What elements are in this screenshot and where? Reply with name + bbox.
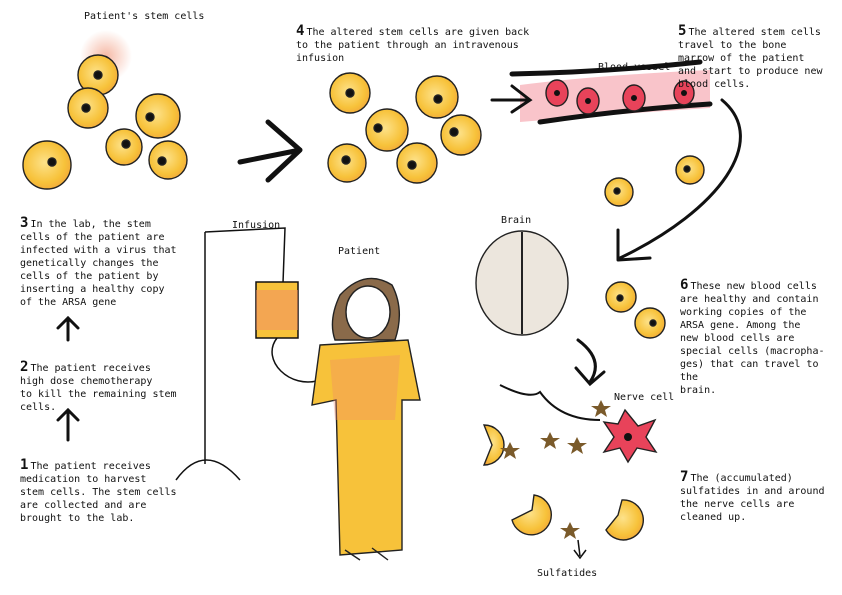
step-2-number: 2 bbox=[20, 359, 29, 375]
arrow-step2-to-3 bbox=[56, 315, 80, 342]
step-4-number: 4 bbox=[296, 23, 305, 39]
blood-vessel bbox=[490, 59, 713, 125]
brain-label: Brain bbox=[501, 215, 532, 226]
step-7-number: 7 bbox=[680, 469, 689, 485]
arrow-step1-to-2 bbox=[56, 407, 80, 442]
infusion-stand bbox=[175, 227, 321, 481]
macrophages bbox=[482, 424, 644, 541]
stem-cells-cluster bbox=[22, 30, 188, 190]
step-5-text: The altered stem cells travel to the bon… bbox=[678, 27, 823, 90]
step-3-number: 3 bbox=[20, 215, 29, 231]
step-5-number: 5 bbox=[678, 23, 687, 39]
step-1-text: The patient receives medication to harve… bbox=[20, 461, 177, 524]
nerve-cell bbox=[499, 384, 658, 464]
step-6-number: 6 bbox=[680, 277, 689, 293]
altered-stem-cells bbox=[327, 72, 482, 184]
arrow-to-nerve bbox=[574, 338, 606, 387]
infusion-label: Infusion bbox=[232, 220, 281, 231]
step-1-number: 1 bbox=[20, 457, 29, 473]
nerve-cell-label: Nerve cell bbox=[614, 392, 675, 403]
arrow-to-bone-marrow bbox=[616, 98, 742, 262]
arrow-to-infusion bbox=[237, 119, 303, 183]
blood-vessel-label: Blood vessel bbox=[598, 62, 671, 73]
patient-label: Patient bbox=[338, 246, 381, 257]
new-blood-cells bbox=[604, 155, 705, 339]
arrow-to-sulfatides bbox=[573, 539, 587, 560]
stem-cells-label: Patient's stem cells bbox=[84, 11, 205, 22]
step-6-text: These new blood cells are healthy and co… bbox=[680, 281, 825, 396]
sulfatide-stars bbox=[500, 400, 611, 539]
step-2-text: The patient receives high dose chemother… bbox=[20, 363, 177, 413]
brain-drawing bbox=[475, 230, 569, 336]
sulfatides-label: Sulfatides bbox=[537, 568, 598, 579]
step-4-text: The altered stem cells are given back to… bbox=[296, 27, 530, 64]
patient-figure bbox=[311, 277, 421, 561]
step-7-text: The (accumulated) sulfatides in and arou… bbox=[680, 473, 825, 523]
step-3-text: In the lab, the stem cells of the patien… bbox=[20, 219, 177, 308]
